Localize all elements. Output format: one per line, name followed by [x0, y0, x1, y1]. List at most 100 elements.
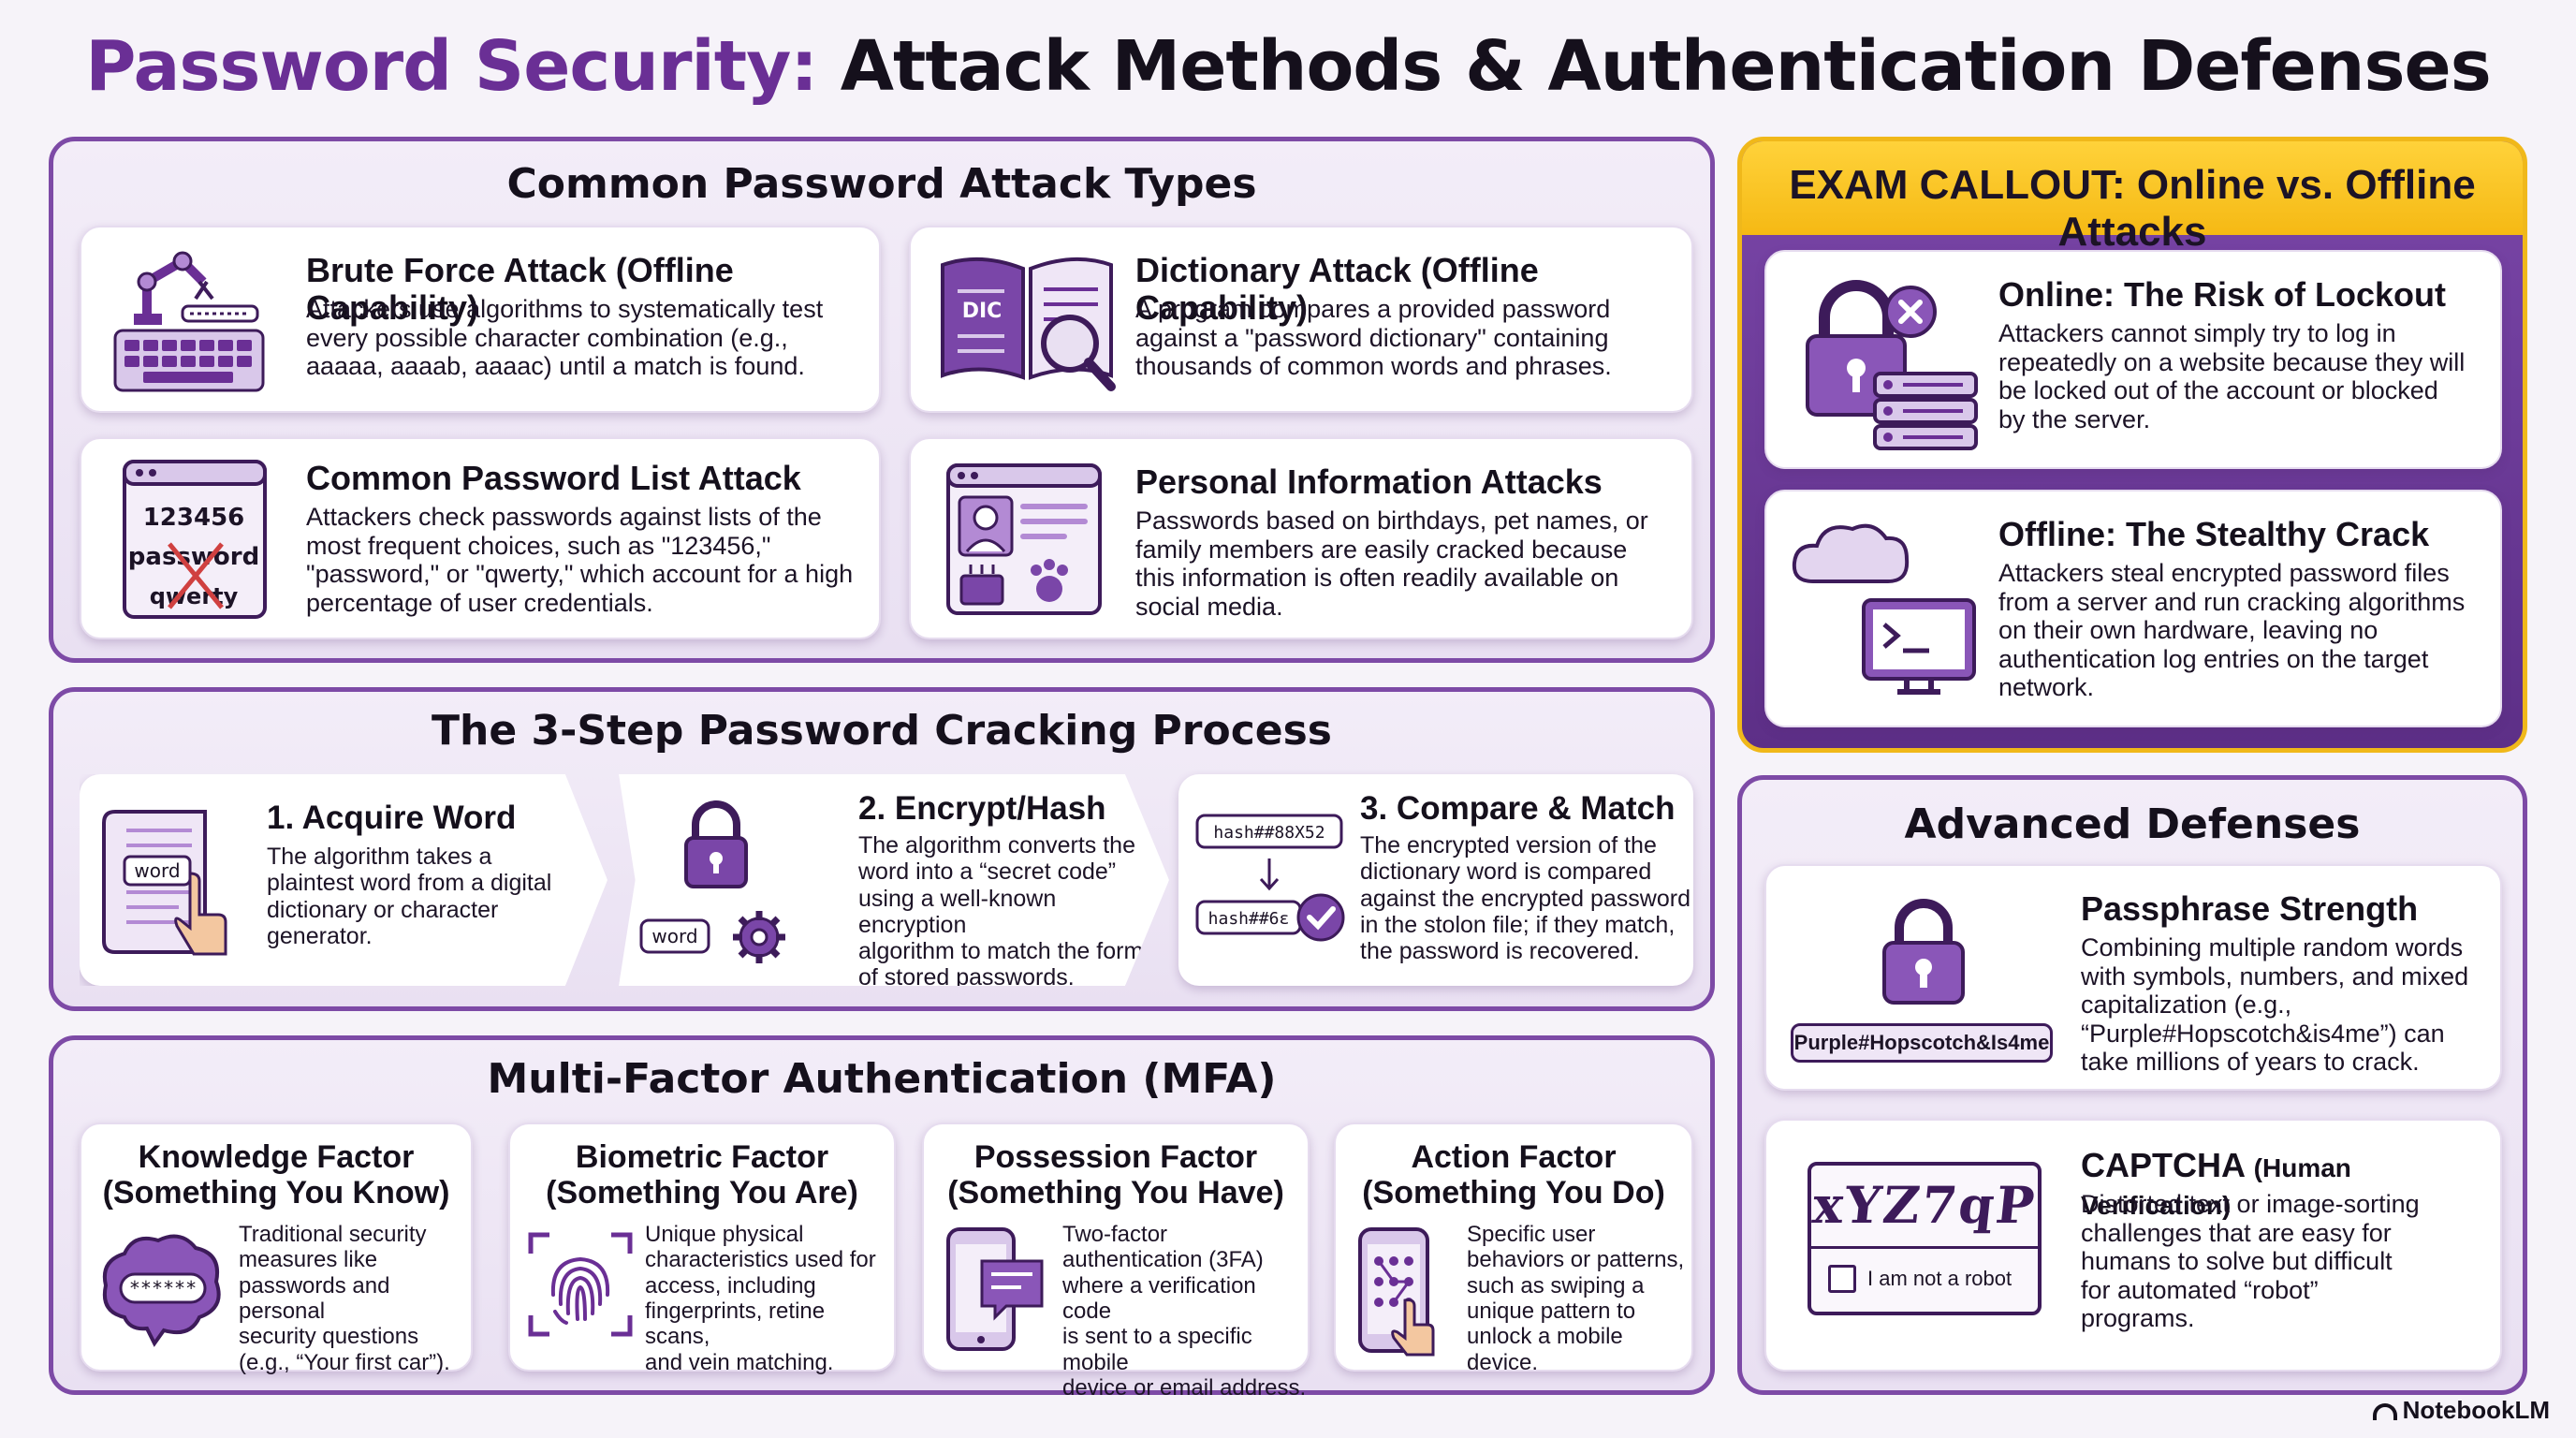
action-title-2: (Something You Do) [1362, 1175, 1665, 1211]
action-line: such as swiping a [1467, 1272, 1645, 1299]
dictionary-card: DIC Dictionary Attack (Offline Capabilit… [909, 226, 1693, 413]
step-acquire-word: word 1. Acquire Word The algorithm takes… [80, 774, 607, 986]
possession-factor-card: Possession Factor (Something You Have) T… [922, 1123, 1310, 1401]
passphrase-line: capitalization (e.g., [2081, 990, 2292, 1019]
passphrase-card: Purple#Hopscotch&Is4me Passphrase Streng… [1764, 864, 2502, 1091]
callout-header: EXAM CALLOUT: Online vs. Offline Attacks [1742, 141, 2523, 255]
biometric-factor-card: Biometric Factor (Something You Are) Uni… [508, 1123, 896, 1375]
captcha-title: CAPTCHA (Human Verification) [2081, 1147, 2500, 1221]
passphrase-title: Passphrase Strength [2081, 889, 2419, 928]
passphrase-example: Purple#Hopscotch&Is4me [1793, 1031, 2050, 1054]
captcha-line: humans to solve but difficult [2081, 1247, 2393, 1275]
knowledge-title-1: Knowledge Factor [138, 1139, 415, 1175]
branding: NotebookLM [2372, 1396, 2550, 1425]
captcha-text: xYZ7qP [1809, 1175, 2040, 1235]
step-2-body: The algorithm converts the word into a “… [858, 832, 1169, 991]
captcha-title-suffix: (Human Verification) [2081, 1153, 2351, 1220]
online-body: Attackers cannot simply try to log in re… [1998, 319, 2465, 433]
biometric-line: and vein matching. [645, 1349, 834, 1375]
step-1-line: plaintest word from a digital [267, 870, 552, 897]
captcha-body: Distorted text or image-sorting challeng… [2081, 1190, 2420, 1333]
brute-force-title: Brute Force Attack (Offline Capability) [306, 251, 734, 327]
attack-types-title: Common Password Attack Types [506, 160, 1257, 208]
biometric-title-1: Biometric Factor [575, 1139, 829, 1175]
common-list-line: "password," or "qwerty," which account f… [306, 560, 854, 588]
online-line: Attackers cannot simply try to log in [1998, 319, 2396, 347]
offline-line: Attackers steal encrypted password files [1998, 559, 2450, 587]
dic-label: DIC [962, 300, 1003, 323]
action-line: behaviors or patterns, [1467, 1247, 1685, 1273]
step-3-title: 3. Compare & Match [1360, 790, 1676, 827]
offline-line: on their own hardware, leaving no [1998, 616, 2378, 644]
step-2-title: 2. Encrypt/Hash [858, 790, 1106, 827]
knowledge-title-2: (Something You Know) [102, 1175, 450, 1211]
passphrase-line: “Purple#Hopscotch&is4me”) can [2081, 1019, 2445, 1048]
passphrase-line: with symbols, numbers, and mixed [2081, 961, 2469, 990]
online-line: repeatedly on a website because they wil… [1998, 347, 2466, 376]
step-3-line: in the stolon file; if they match, [1360, 911, 1676, 938]
captcha-line: challenges that are easy for [2081, 1218, 2392, 1247]
personal-info-line: family members are easily cracked becaus… [1135, 535, 1628, 564]
action-line: unique pattern to [1467, 1299, 1636, 1325]
possession-line: where a verification code [1062, 1272, 1256, 1325]
step-3-line: against the encrypted password [1360, 885, 1690, 912]
knowledge-body: Traditional security measures like passw… [239, 1222, 471, 1375]
captcha-title-main: CAPTCHA [2081, 1146, 2245, 1184]
svg-text:word: word [651, 925, 697, 947]
page-title: Password Security: Attack Methods & Auth… [0, 26, 2576, 107]
personal-info-line: social media. [1135, 592, 1283, 621]
biometric-line: fingerprints, retine scans, [645, 1299, 826, 1350]
possession-line: device or email address. [1062, 1375, 1307, 1401]
brute-force-card: Brute Force Attack (Offline Capability) … [80, 226, 881, 413]
step-3-body: The encrypted version of the dictionary … [1360, 832, 1690, 964]
step-1-line: dictionary or character [267, 896, 499, 923]
title-rest: Attack Methods & Authentication Defenses [840, 26, 2492, 107]
step-3-line: the password is recovered. [1360, 938, 1640, 964]
step-2-line: word into a “secret code” [858, 858, 1117, 886]
step-2-line: of stored passwords. [858, 964, 1075, 991]
padlock-icon [1882, 899, 1965, 1005]
biometric-title: Biometric Factor (Something You Are) [510, 1139, 894, 1211]
defenses-title: Advanced Defenses [1904, 800, 2361, 848]
offline-line: from a server and run cracking algorithm… [1998, 587, 2466, 616]
biometric-title-2: (Something You Are) [546, 1175, 858, 1211]
online-title: Online: The Risk of Lockout [1998, 275, 2447, 314]
step-3-line: The encrypted version of the [1360, 832, 1657, 858]
action-factor-card: Action Factor (Something You Do) Specifi… [1334, 1123, 1693, 1375]
brute-force-line: aaaaa, aaaab, aaaac) until a match is fo… [306, 352, 805, 380]
step-compare-match: hash##88X52 hash##6ε 3. Compare & Match … [1178, 774, 1693, 986]
offline-title: Offline: The Stealthy Crack [1998, 515, 2430, 553]
possession-body: Two-factor authentication (3FA) where a … [1062, 1222, 1308, 1401]
step-3-line: dictionary word is compared [1360, 858, 1652, 886]
offline-line: authentication log entries on the target [1998, 644, 2429, 673]
action-body: Specific user behaviors or patterns, suc… [1467, 1222, 1691, 1375]
svg-text:hash##6ε: hash##6ε [1208, 909, 1290, 929]
personal-info-title: Personal Information Attacks [1135, 462, 1603, 501]
passphrase-body: Combining multiple random words with sym… [2081, 933, 2468, 1077]
callout-title: EXAM CALLOUT: Online vs. Offline Attacks [1789, 162, 2476, 255]
step-2-line: algorithm to match the format [858, 938, 1164, 964]
online-attack-card: Online: The Risk of Lockout Attackers ca… [1764, 250, 2502, 469]
possession-line: Two-factor [1062, 1222, 1168, 1247]
biometric-body: Unique physical characteristics used for… [645, 1222, 894, 1375]
cracking-process-panel: The 3-Step Password Cracking Process wor… [49, 687, 1715, 1011]
brute-force-line: every possible character combination (e.… [306, 323, 788, 352]
title-accent: Password Security: [85, 26, 818, 107]
dictionary-book-icon: DIC [941, 257, 1116, 391]
svg-text:password: password [128, 543, 259, 571]
dictionary-line: A program compares a provided password [1135, 295, 1611, 323]
knowledge-factor-card: Knowledge Factor (Something You Know) **… [80, 1123, 473, 1375]
notebooklm-logo-icon [2372, 1403, 2397, 1420]
robot-checkbox[interactable] [1828, 1265, 1856, 1293]
brain-icon: ****** [103, 1234, 221, 1347]
advanced-defenses-panel: Advanced Defenses Purple#Hopscotch&Is4me… [1737, 775, 2527, 1395]
action-line: unlock a mobile device. [1467, 1324, 1623, 1375]
biometric-line: characteristics used for [645, 1247, 876, 1273]
knowledge-line: Traditional security [239, 1222, 427, 1247]
captcha-line: programs. [2081, 1304, 2195, 1332]
passphrase-line: Combining multiple random words [2081, 933, 2464, 961]
brute-force-line: Attackers use algorithms to systematical… [306, 295, 824, 323]
swipe-pattern-icon [1358, 1227, 1435, 1357]
action-line: Specific user [1467, 1222, 1596, 1247]
online-line: by the server. [1998, 404, 2151, 433]
